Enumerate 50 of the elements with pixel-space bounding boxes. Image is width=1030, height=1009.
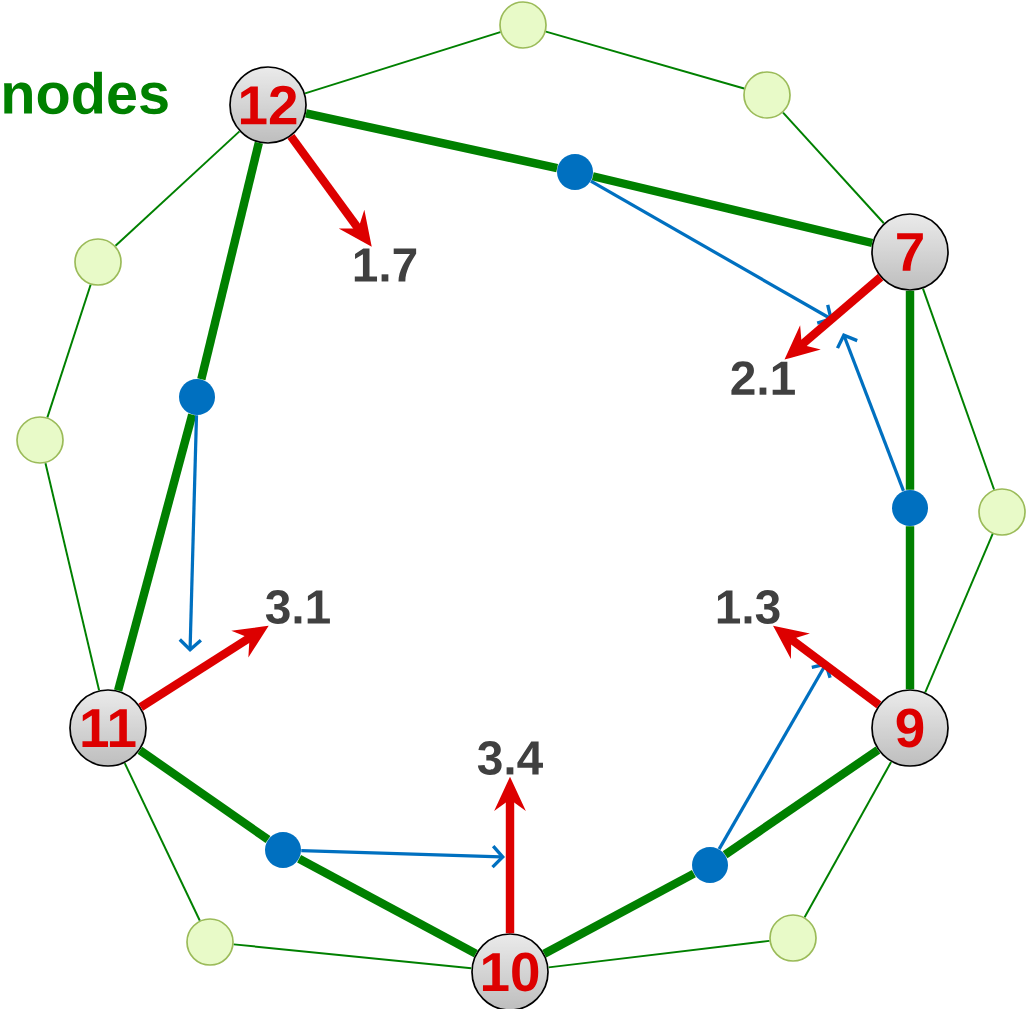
value-label: 2.1 bbox=[731, 361, 795, 395]
arrow bbox=[301, 845, 505, 869]
line bbox=[114, 130, 241, 247]
title: nodes bbox=[4, 71, 168, 115]
numbered-node: 11 bbox=[69, 689, 147, 767]
line bbox=[137, 746, 271, 843]
midpoint-dot bbox=[265, 832, 301, 868]
small-node bbox=[74, 238, 122, 286]
midpoint-dot bbox=[557, 154, 593, 190]
value-label: 1.3 bbox=[717, 590, 780, 624]
midpoint-dot bbox=[692, 847, 728, 883]
numbered-node: 10 bbox=[471, 933, 549, 1009]
line bbox=[782, 111, 885, 225]
line bbox=[722, 746, 881, 859]
arrow bbox=[836, 333, 905, 492]
line bbox=[905, 290, 915, 490]
line bbox=[803, 760, 893, 919]
midpoint-dot bbox=[892, 490, 928, 526]
value-label: 1.7 bbox=[354, 248, 417, 282]
small-node bbox=[769, 914, 817, 962]
line bbox=[544, 30, 746, 90]
small-node bbox=[16, 416, 64, 464]
line bbox=[304, 31, 502, 95]
line bbox=[114, 413, 197, 692]
line bbox=[197, 141, 263, 381]
line bbox=[542, 869, 696, 958]
arrow bbox=[178, 415, 202, 652]
line bbox=[924, 532, 994, 694]
line bbox=[123, 762, 201, 922]
arrow bbox=[590, 179, 833, 325]
line bbox=[305, 109, 559, 173]
line bbox=[44, 462, 101, 692]
small-node bbox=[186, 918, 234, 966]
line bbox=[922, 287, 996, 491]
small-node bbox=[978, 488, 1026, 536]
small-node bbox=[499, 1, 547, 49]
line bbox=[232, 943, 473, 970]
small-node bbox=[743, 71, 791, 119]
line bbox=[591, 172, 874, 248]
line bbox=[297, 854, 478, 958]
value-label: 3.1 bbox=[265, 590, 330, 624]
numbered-node: 12 bbox=[229, 66, 307, 144]
numbered-node: 9 bbox=[871, 689, 949, 767]
line bbox=[905, 526, 915, 690]
line bbox=[46, 283, 92, 419]
midpoint-dot bbox=[179, 379, 215, 415]
arrow bbox=[717, 662, 832, 850]
value-label: 3.4 bbox=[477, 741, 543, 775]
line bbox=[547, 939, 771, 969]
numbered-node: 7 bbox=[871, 213, 949, 291]
